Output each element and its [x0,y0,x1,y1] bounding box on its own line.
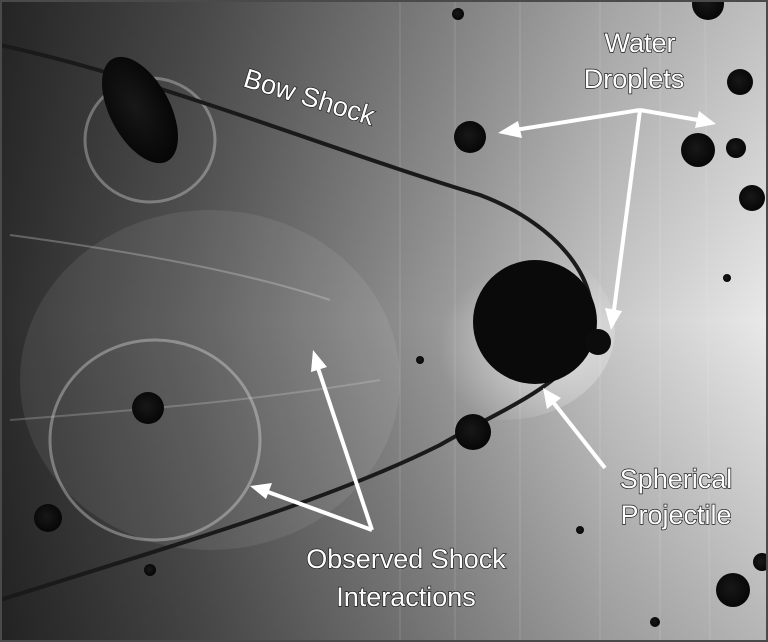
spherical-projectile-label-line1: Spherical [620,464,733,494]
spherical-projectile-label-line2: Projectile [620,500,731,530]
attached-droplet [585,329,611,355]
water-droplets-label-line1: Water [604,28,675,58]
wake-region [20,210,400,550]
observed-shock-label-line2: Interactions [336,582,476,612]
deformed-droplet [102,56,178,164]
spherical-projectile [473,260,597,384]
water-droplets [34,0,768,627]
water-droplets-label-line2: Droplets [584,64,685,94]
water-droplet-arrows [498,108,716,330]
projectile-arrow [543,388,607,470]
observed-shock-label-line1: Observed Shock [306,544,506,574]
shock-interaction-arrows [250,350,374,532]
